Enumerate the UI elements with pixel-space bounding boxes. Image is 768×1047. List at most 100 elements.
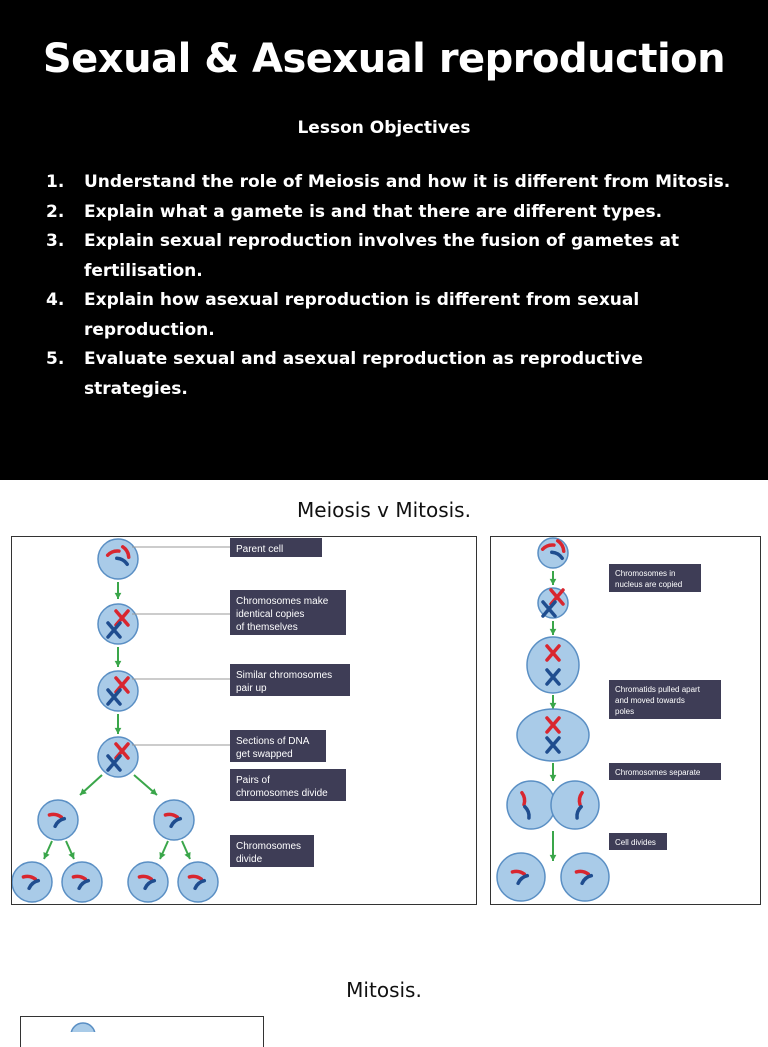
arrow-head xyxy=(549,628,557,635)
arrow-head xyxy=(68,852,75,859)
chromosome-arm xyxy=(575,804,583,820)
chromatid xyxy=(545,644,561,662)
chromatid xyxy=(106,621,122,639)
chromosome-arm xyxy=(523,804,531,820)
mitosis-label-text: poles xyxy=(615,707,634,716)
chromosome-arm xyxy=(520,790,527,807)
mitosis-label-box xyxy=(609,680,721,719)
chromosome-arm xyxy=(555,539,566,553)
mitosis-label-text: Chromosomes separate xyxy=(615,768,701,777)
meiosis-label-text: get swapped xyxy=(236,749,293,760)
meiosis-label-text: Pairs of xyxy=(236,775,270,786)
chromosome-arm xyxy=(516,873,530,886)
meiosis-label-box xyxy=(230,664,350,696)
objective-number: 2. xyxy=(46,201,65,222)
arrow-head xyxy=(114,660,122,667)
meiosis-label-text: Parent cell xyxy=(236,544,283,555)
meiosis-label-text: Chromosomes make xyxy=(236,596,329,607)
chromosome-arm xyxy=(550,550,564,561)
slide-subtitle: Lesson Objectives xyxy=(297,118,471,138)
chromatid xyxy=(106,754,122,772)
chromosome xyxy=(169,816,183,829)
cell xyxy=(550,780,600,830)
chromosome-arm xyxy=(47,812,64,819)
chromosome xyxy=(523,804,531,820)
chromosome xyxy=(574,869,591,876)
chromosome-arm xyxy=(574,869,591,876)
chromosome xyxy=(105,549,121,557)
cell xyxy=(70,1022,96,1047)
chromosome xyxy=(47,812,64,819)
chromosome xyxy=(77,878,91,891)
chromosome xyxy=(550,550,564,561)
objective-text: Explain what a gamete is and that there … xyxy=(84,201,663,222)
meiosis-label-text: chromosomes divide xyxy=(236,788,328,799)
chromosome xyxy=(137,874,154,881)
chromosome xyxy=(27,878,41,891)
chromosome-arm xyxy=(27,878,41,891)
mitosis-label-box xyxy=(609,763,721,780)
objectives-slide: Sexual & Asexual reproduction Lesson Obj… xyxy=(0,0,768,480)
mitosis-heading: Mitosis. xyxy=(346,978,422,1002)
meiosis-label-text: pair up xyxy=(236,683,267,694)
objective-item: 5. Evaluate sexual and asexual reproduct… xyxy=(46,345,746,404)
chromosome xyxy=(575,804,583,820)
chromosome-pair xyxy=(106,688,122,706)
objective-text: Understand the role of Meiosis and how i… xyxy=(84,172,731,192)
objective-text: Explain how asexual reproduction is diff… xyxy=(84,290,640,340)
chromatid xyxy=(545,736,561,754)
chromosome xyxy=(510,869,527,876)
chromosome-arm xyxy=(580,873,594,886)
chromosome-pair xyxy=(545,736,561,754)
chromosome-arm xyxy=(77,878,91,891)
objective-item: 4. Explain how asexual reproduction is d… xyxy=(46,286,746,345)
meiosis-label-text: Chromosomes xyxy=(236,841,301,852)
arrow-head xyxy=(549,578,557,585)
chromosome xyxy=(520,790,527,807)
meiosis-label-box xyxy=(230,835,314,867)
chromosome-arm xyxy=(510,869,527,876)
chromosome-arm xyxy=(169,816,183,829)
arrow-head xyxy=(43,852,50,859)
mitosis-label-text: Chromosomes in xyxy=(615,569,675,578)
mitosis-label-text: Chromatids pulled apart xyxy=(615,685,701,694)
chromosome-arm xyxy=(540,543,556,551)
arrow-head xyxy=(549,854,557,861)
arrow-head xyxy=(114,727,122,734)
objective-text: Explain sexual reproduction involves the… xyxy=(84,231,680,281)
mitosis-label-text: and moved towards xyxy=(615,696,685,705)
mitosis-slide-panel xyxy=(20,1016,264,1047)
chromosome-arm xyxy=(115,556,129,567)
chromosome xyxy=(53,816,67,829)
chromosome-arm xyxy=(120,545,131,559)
mitosis-label-text: Cell divides xyxy=(615,838,656,847)
chromosome xyxy=(71,874,88,881)
chromosome-arm xyxy=(105,549,121,557)
chromosome-pair xyxy=(106,754,122,772)
cell xyxy=(516,708,590,762)
chromosome xyxy=(516,873,530,886)
chromosome xyxy=(21,874,38,881)
chromosome-arm xyxy=(187,874,204,881)
chromosome xyxy=(580,873,594,886)
objective-number: 5. xyxy=(46,349,65,369)
chromosome xyxy=(143,878,157,891)
chromosome xyxy=(555,539,566,553)
objective-number: 1. xyxy=(46,172,65,192)
slide-title: Sexual & Asexual reproduction xyxy=(42,36,726,82)
chromosome-pair xyxy=(106,621,122,639)
chromosome xyxy=(187,874,204,881)
chromosome-arm xyxy=(71,874,88,881)
chromosome xyxy=(540,543,556,551)
cell xyxy=(506,780,556,830)
arrow-head xyxy=(184,852,191,859)
meiosis-label-text: identical copies xyxy=(236,609,304,620)
chromosome xyxy=(577,790,584,807)
cell xyxy=(526,636,580,694)
chromosome-pair xyxy=(545,668,561,686)
comparison-heading: Meiosis v Mitosis. xyxy=(297,498,471,522)
